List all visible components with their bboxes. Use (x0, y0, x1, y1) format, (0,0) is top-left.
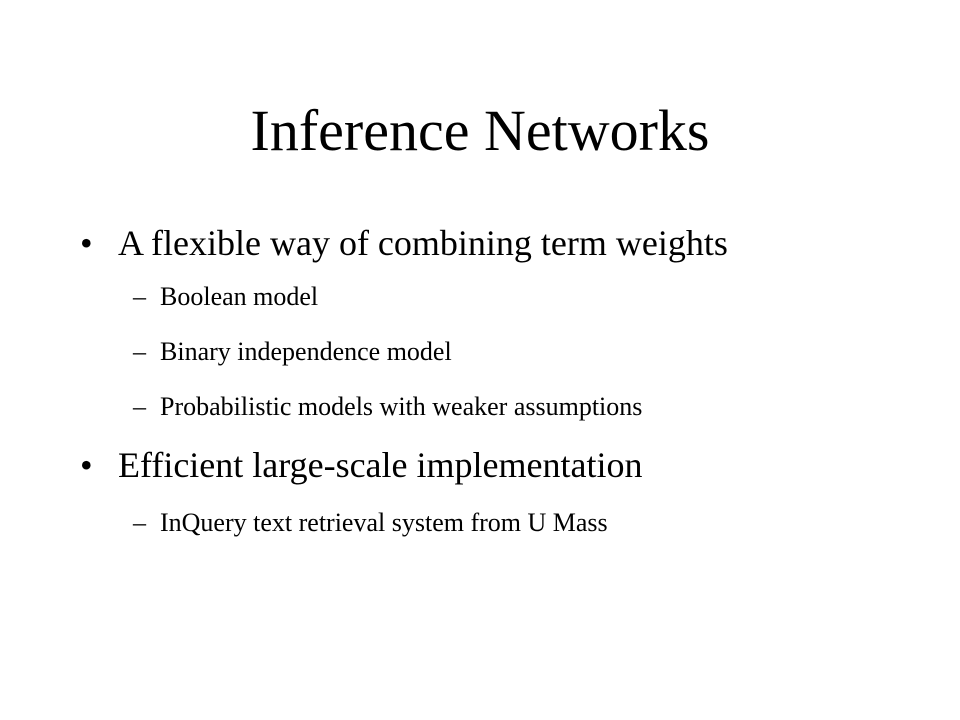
slide-title: Inference Networks (250, 98, 710, 163)
bullet-dot-icon: • (80, 223, 93, 263)
dash-icon: – (133, 282, 146, 311)
sub-item-text: Boolean model (160, 282, 319, 311)
bullet-text: A flexible way of combining term weights (118, 223, 728, 263)
bullet-text: Efficient large-scale implementation (118, 445, 643, 485)
sub-item-text: InQuery text retrieval system from U Mas… (160, 508, 608, 537)
sub-item-text: Binary independence model (160, 337, 452, 366)
sub-item-text: Probabilistic models with weaker assumpt… (160, 392, 643, 421)
dash-icon: – (133, 508, 146, 537)
bullet-dot-icon: • (80, 445, 93, 485)
dash-icon: – (133, 392, 146, 421)
dash-icon: – (133, 337, 146, 366)
